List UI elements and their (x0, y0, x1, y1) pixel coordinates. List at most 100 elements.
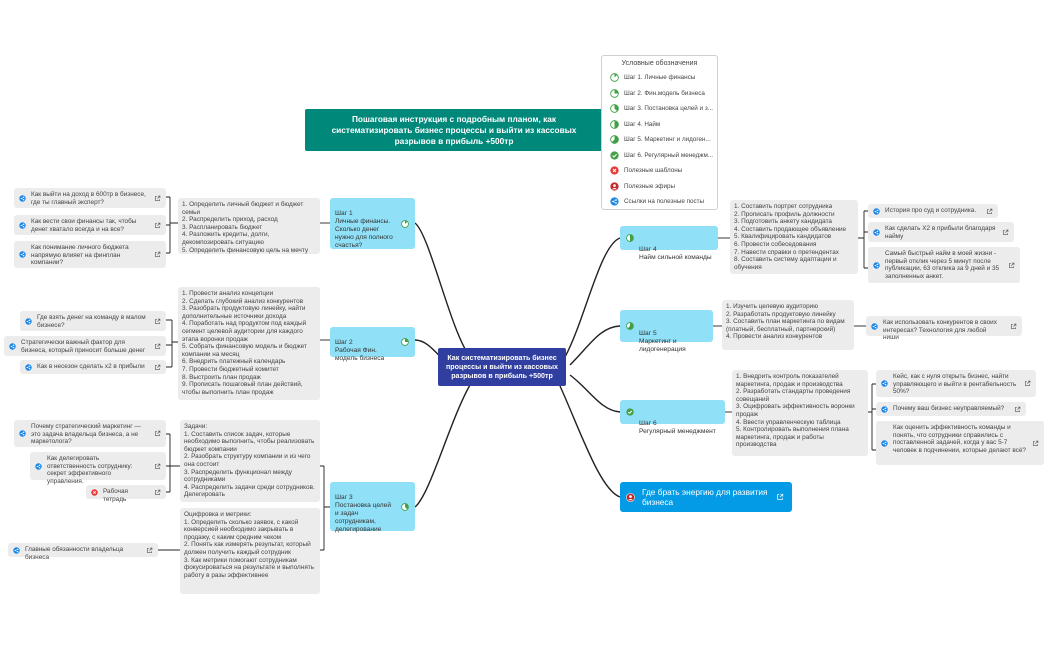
share-link-icon (881, 439, 888, 447)
link-step3-b[interactable]: Как делегировать ответственность сотрудн… (30, 452, 166, 485)
link-step3-c[interactable]: Рабочая тетрадь (86, 485, 166, 503)
legend-item-step1: Шаг 1. Личные финансы (602, 73, 717, 89)
external-link-icon[interactable] (154, 463, 161, 470)
step-4-details[interactable]: 1. Составить портрет сотрудника 2. Пропи… (730, 200, 858, 274)
share-link-icon (19, 194, 26, 202)
link-step1-b[interactable]: Как вести свои финансы так, чтобы денег … (14, 215, 166, 235)
link-label: Кейс, как с нуля открыть бизнес, найти у… (893, 373, 1017, 396)
legend-item-step6: Шаг 6. Регулярный менеджм... (602, 150, 717, 167)
external-link-icon[interactable] (154, 251, 161, 258)
webinar-icon (610, 181, 619, 191)
link-label: Как сделать Х2 в прибыли благодаря найму (885, 225, 996, 240)
central-topic[interactable]: Как систематизировать бизнес процессы и … (438, 348, 566, 386)
step-label: Шаг 2 Рабочая Фин. модель бизнеса (335, 339, 385, 362)
external-link-icon[interactable] (154, 222, 161, 229)
link-label: Почему ваш бизнес неуправляемый? (893, 405, 1005, 412)
link-label: Где взять денег на команду в малом бизне… (37, 314, 146, 329)
external-link-icon[interactable] (146, 547, 153, 554)
legend-item-label: Полезные шаблоны (624, 167, 683, 174)
link-step6-b[interactable]: Почему ваш бизнес неуправляемый? (876, 402, 1026, 416)
step-2-details[interactable]: 1. Провести анализ концепции 2. Сделать … (178, 287, 320, 400)
legend-item-label: Полезные эфиры (624, 182, 676, 190)
external-link-icon[interactable] (1032, 440, 1039, 447)
legend-item-label: Шаг 1. Личные финансы (624, 74, 696, 81)
step-1-node[interactable]: Шаг 1 Личные финансы. Сколько денег нужн… (330, 198, 415, 249)
step-5-node[interactable]: Шаг 5 Маркетинг и лидогенерация (620, 310, 713, 353)
external-link-icon[interactable] (1008, 262, 1015, 269)
link-step4-b[interactable]: Как сделать Х2 в прибыли благодаря найму (868, 222, 1014, 242)
progress-2-8-icon (401, 338, 409, 346)
link-step3-a[interactable]: Почему стратегический маркетинг — это за… (14, 420, 166, 447)
progress-1-8-icon (610, 73, 619, 82)
link-step1-c[interactable]: Как понимание личного бюджета напрямую в… (14, 241, 166, 268)
share-link-icon (881, 405, 888, 413)
legend-item-label: Шаг 2. Фин.модель бизнеса (624, 89, 705, 97)
link-step2-b[interactable]: Стратегически важный фактор для бизнеса,… (4, 336, 166, 356)
external-link-icon[interactable] (776, 493, 784, 501)
external-link-icon[interactable] (154, 318, 161, 325)
link-label: Как понимание личного бюджета напрямую в… (31, 244, 129, 267)
step-3-node[interactable]: Шаг 3 Постановка целей и задач сотрудник… (330, 482, 415, 533)
step-3-tasks[interactable]: Задачи: 1. Составить список задач, котор… (180, 420, 320, 502)
external-link-icon[interactable] (1014, 406, 1021, 413)
external-link-icon[interactable] (154, 343, 161, 350)
link-label: Как делегировать ответственность сотрудн… (47, 455, 133, 485)
step-6-node[interactable]: Шаг 6 Регулярный менеджмент (620, 400, 725, 435)
progress-4-8-icon (626, 234, 634, 242)
external-link-icon[interactable] (154, 364, 161, 371)
legend-item-templates: Полезные шаблоны (602, 166, 717, 182)
step-3-metrics[interactable]: Оцифровка и метрики: 1. Определить сколь… (180, 508, 320, 594)
template-icon (91, 488, 98, 496)
share-link-icon (873, 228, 880, 236)
external-link-icon[interactable] (986, 208, 993, 215)
share-link-icon (25, 317, 32, 325)
link-step1-a[interactable]: Как выйти на доход в 600тр в бизнесе, гд… (14, 188, 166, 208)
link-step2-c[interactable]: Как в несезон сделать х2 в прибыли (20, 360, 166, 374)
progress-5-8-icon (610, 135, 619, 144)
legend-item-step4: Шаг 4. Найм (602, 119, 717, 136)
share-link-icon (19, 221, 26, 229)
step-2-node[interactable]: Шаг 2 Рабочая Фин. модель бизнеса (330, 327, 415, 362)
share-link-icon (881, 380, 888, 387)
progress-3-8-icon (610, 104, 619, 113)
share-link-icon (35, 462, 42, 470)
page-title: Пошаговая инструкция с подробным планом,… (305, 109, 603, 151)
link-step2-a[interactable]: Где взять денег на команду в малом бизне… (20, 311, 166, 331)
link-step6-c[interactable]: Как оценить эффективность команды и поня… (876, 421, 1044, 465)
link-step3-d[interactable]: Главные обязанности владельца бизнеса (8, 543, 158, 561)
energy-link-node[interactable]: Где брать энергию для развития бизнеса (620, 482, 792, 512)
external-link-icon[interactable] (154, 489, 161, 496)
link-step6-a[interactable]: Кейс, как с нуля открыть бизнес, найти у… (876, 370, 1036, 397)
legend-title: Условные обозначения (621, 60, 698, 67)
link-step4-c[interactable]: Самый быстрый найм в моей жизни - первый… (868, 247, 1020, 283)
external-link-icon[interactable] (154, 195, 161, 202)
external-link-icon[interactable] (1024, 380, 1031, 387)
legend-item-label: Шаг 5. Маркетинг и лидоген... (624, 136, 711, 143)
link-step5-a[interactable]: Как использовать конкурентов в своих инт… (866, 316, 1022, 341)
link-label: Как использовать конкурентов в своих инт… (883, 319, 997, 342)
link-label: Главные обязанности владельца бизнеса (25, 546, 124, 561)
external-link-icon[interactable] (1010, 323, 1017, 330)
legend-item-step5: Шаг 5. Маркетинг и лидоген... (602, 135, 717, 151)
step-label: Шаг 4 Найм сильной команды (639, 246, 712, 261)
legend-item-label: Ссылки на полезные посты (624, 198, 705, 205)
share-link-icon (9, 342, 16, 350)
external-link-icon[interactable] (154, 430, 161, 437)
template-icon (610, 166, 619, 175)
step-6-details[interactable]: 1. Внедрить контроль показателей маркети… (732, 370, 868, 456)
share-link-icon (25, 363, 32, 371)
webinar-icon (626, 493, 635, 502)
check-circle-icon (626, 408, 634, 416)
legend-item-step3: Шаг 3. Постановка целей и з... (602, 104, 717, 120)
step-1-details[interactable]: 1. Определить личный бюджет и бюджет сем… (178, 198, 320, 254)
step-label: Шаг 5 Маркетинг и лидогенерация (639, 330, 686, 353)
step-label: Шаг 3 Постановка целей и задач сотрудник… (335, 494, 392, 533)
step-5-details[interactable]: 1. Изучить целевую аудиторию 2. Разработ… (722, 300, 854, 350)
share-link-icon (871, 322, 878, 330)
legend-item-label: Шаг 4. Найм (624, 120, 661, 128)
link-step4-a[interactable]: История про суд и сотрудника. (868, 204, 998, 218)
step-4-node[interactable]: Шаг 4 Найм сильной команды (620, 226, 718, 261)
legend-panel: Условные обозначения Шаг 1. Личные финан… (601, 55, 718, 210)
legend-item-links: Ссылки на полезные посты (602, 197, 717, 213)
external-link-icon[interactable] (1002, 229, 1009, 236)
